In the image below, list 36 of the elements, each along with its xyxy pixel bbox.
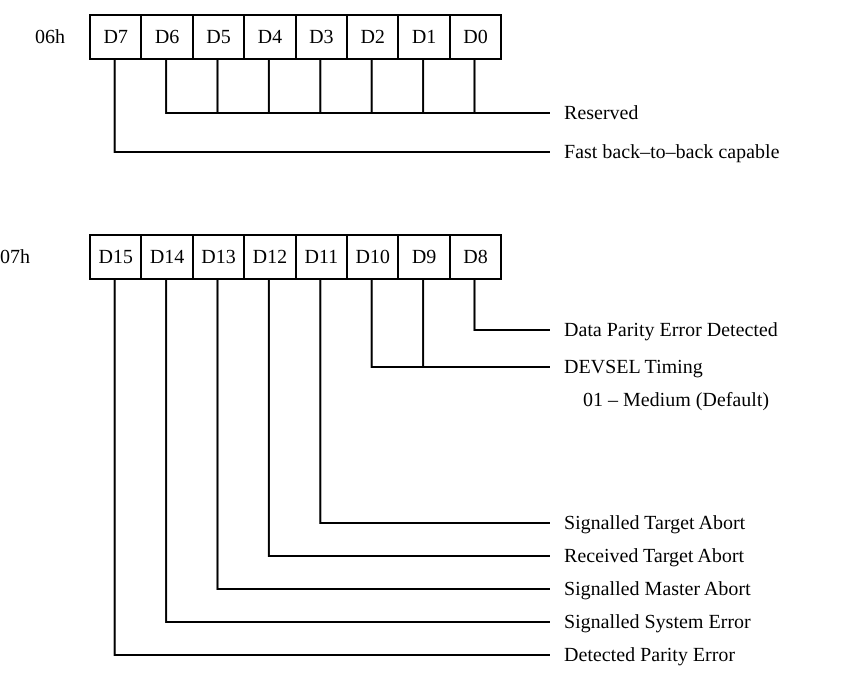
note-text: 01 – Medium (Default) xyxy=(583,388,770,413)
leader-line xyxy=(268,280,550,557)
register-address: 07h xyxy=(0,245,30,270)
bit-cell: D2 xyxy=(346,14,400,60)
leader-line xyxy=(165,280,550,623)
field-label: Data Parity Error Detected xyxy=(550,317,778,343)
field-label: Signalled System Error xyxy=(550,609,751,635)
bit-cell: D3 xyxy=(294,14,348,60)
bit-cell: D4 xyxy=(243,14,297,60)
bit-cell: D0 xyxy=(448,14,502,60)
field-label: Reserved xyxy=(550,100,638,126)
bit-cell: D13 xyxy=(192,234,246,280)
field-label: Fast back–to–back capable xyxy=(550,139,780,165)
bit-cell: D11 xyxy=(294,234,348,280)
leader-line xyxy=(319,280,550,524)
bit-cell: D6 xyxy=(140,14,194,60)
field-label: Signalled Target Abort xyxy=(550,510,746,536)
leader-line xyxy=(216,280,550,590)
leader-line xyxy=(114,60,550,153)
bit-cell: D14 xyxy=(140,234,194,280)
bit-cell: D1 xyxy=(397,14,451,60)
leader-line xyxy=(474,280,550,331)
field-label: Signalled Master Abort xyxy=(550,576,751,602)
bit-cell: D7 xyxy=(89,14,142,60)
bit-cell: D12 xyxy=(243,234,297,280)
bit-cell: D5 xyxy=(192,14,246,60)
leader-line xyxy=(474,60,550,114)
register-address: 06h xyxy=(35,25,65,50)
field-label: DEVSEL Timing xyxy=(550,354,703,380)
leader-line xyxy=(114,280,550,656)
bit-cell: D9 xyxy=(397,234,451,280)
bit-cell: D10 xyxy=(346,234,400,280)
field-label: Received Target Abort xyxy=(550,543,744,569)
bit-cell: D8 xyxy=(448,234,502,280)
bit-cell: D15 xyxy=(89,234,142,280)
field-label: Detected Parity Error xyxy=(550,642,736,668)
